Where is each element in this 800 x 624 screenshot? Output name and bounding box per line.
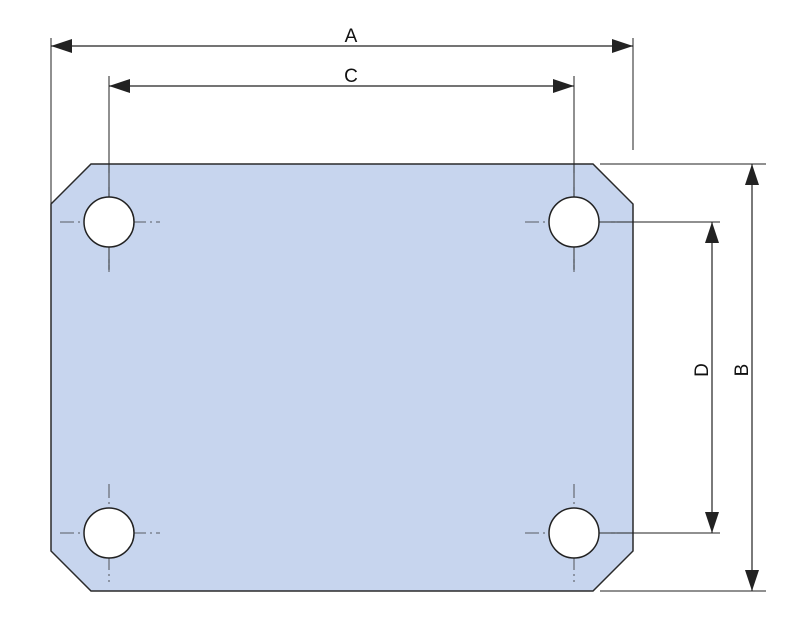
dimension-a-label: A [345,26,358,47]
dimension-d-label: D [692,363,713,377]
dimension-b-label: B [732,364,753,377]
mounting-holes [83,196,600,559]
hole-bottom-left [83,507,135,559]
hole-top-right [548,196,600,248]
mounting-plate [50,163,634,592]
hole-bottom-right [548,507,600,559]
hole-top-left [83,196,135,248]
dimension-c-label: C [344,66,358,87]
dimension-lines [51,39,759,591]
